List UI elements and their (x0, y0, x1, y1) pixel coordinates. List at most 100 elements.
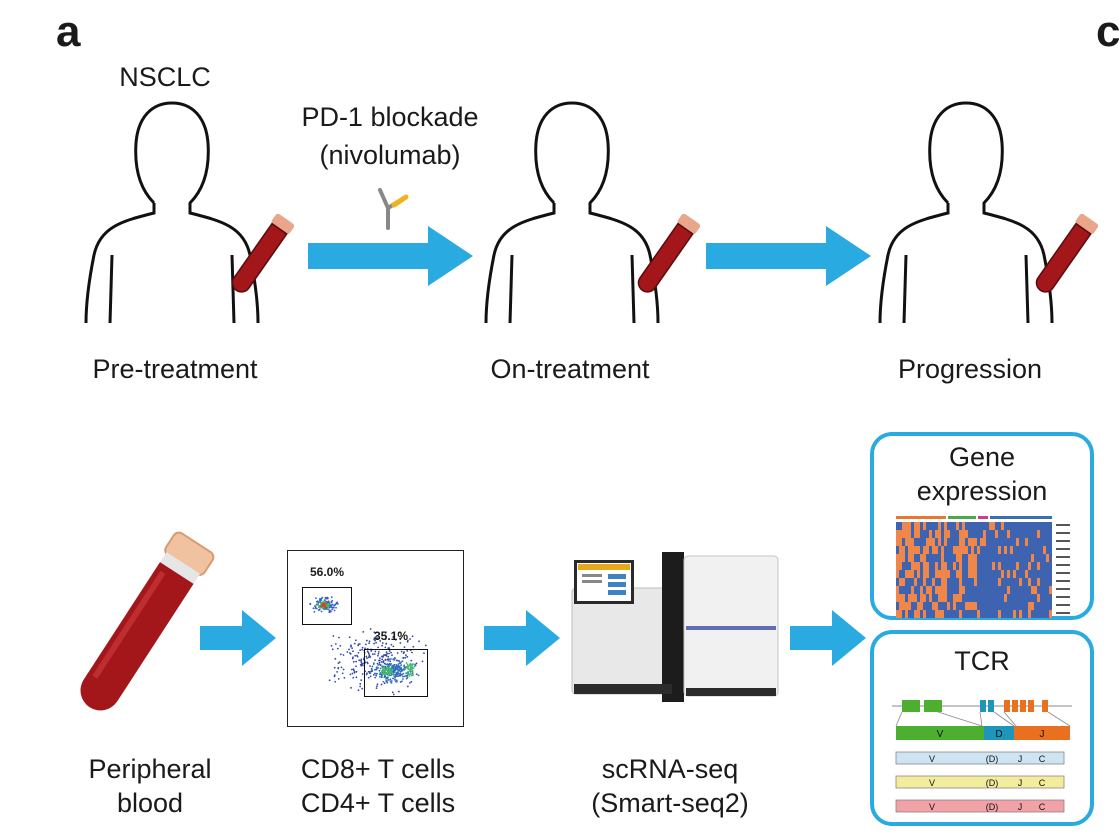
flow-event-dot (333, 604, 335, 607)
flow-event-dot (374, 639, 377, 642)
heatmap-cell (902, 562, 905, 570)
heatmap-cell (1007, 570, 1010, 578)
flow-event-dot (385, 668, 388, 671)
flow-event-dot (381, 644, 384, 647)
heatmap-cell (896, 602, 899, 610)
heatmap-cell (947, 522, 950, 530)
heatmap-cell (908, 538, 911, 546)
heatmap-cell (902, 538, 905, 546)
heatmap-cell (932, 602, 935, 610)
heatmap-cell (950, 578, 953, 586)
heatmap-cell (1031, 546, 1034, 554)
flow-event-dot (385, 676, 388, 679)
heatmap-cell (944, 522, 947, 530)
flow-event-dot (328, 603, 331, 605)
flow-event-dot (398, 666, 401, 669)
flow-event-dot (407, 667, 409, 670)
flow-event-dot (418, 640, 420, 643)
heatmap-cell (989, 546, 992, 554)
flow-event-dot (323, 599, 326, 602)
heatmap-cell (968, 570, 971, 578)
heatmap-cell (980, 586, 983, 594)
heatmap-cell (956, 578, 959, 586)
heatmap-cell (899, 570, 902, 578)
flow-event-dot (401, 680, 403, 683)
heatmap-cell (998, 530, 1001, 538)
heatmap-cell (965, 530, 968, 538)
heatmap-cell (941, 538, 944, 546)
heatmap-cell (1001, 578, 1004, 586)
flow-event-dot (365, 655, 368, 658)
heatmap-cell (1007, 594, 1010, 602)
heatmap-cell (968, 522, 971, 530)
flow-event-dot (334, 657, 337, 660)
heatmap-cell (983, 602, 986, 610)
flow-event-dot (373, 642, 376, 645)
flow-event-dot (411, 663, 414, 666)
heatmap-cell (896, 586, 899, 594)
heatmap-cell (1013, 578, 1016, 586)
heatmap-cell (938, 562, 941, 570)
flow-event-dot (410, 667, 412, 670)
flow-event-dot (335, 606, 337, 609)
flow-event-dot (374, 676, 377, 679)
flow-event-dot (395, 680, 398, 683)
heatmap-cell (929, 562, 932, 570)
heatmap-cell (971, 578, 974, 586)
heatmap-cell (998, 522, 1001, 530)
flow-event-dot (354, 654, 357, 657)
heatmap-cell (974, 562, 977, 570)
heatmap-cell (896, 578, 899, 586)
heatmap-cell (1016, 570, 1019, 578)
arrow-right-icon (706, 226, 871, 286)
flow-event-dot (367, 652, 370, 655)
heatmap-cell (1010, 594, 1013, 602)
heatmap-cell (911, 610, 914, 618)
heatmap-cell (914, 522, 917, 530)
flow-event-dot (392, 693, 395, 696)
blood-tube-icon (1035, 213, 1099, 293)
heatmap-cell (983, 586, 986, 594)
flow-event-dot (328, 609, 331, 612)
heatmap-cell (1025, 602, 1028, 610)
heatmap-cell (1001, 594, 1004, 602)
gate-percent-bottom: 35.1% (374, 629, 409, 643)
flow-event-dot (360, 659, 362, 662)
heatmap-cell (959, 610, 962, 618)
heatmap-cell (938, 570, 941, 578)
heatmap-cell (911, 602, 914, 610)
heatmap-cell (1022, 562, 1025, 570)
flow-event-dot (406, 663, 409, 666)
flow-event-dot (379, 640, 382, 642)
heatmap-cell (923, 562, 926, 570)
flow-event-dot (396, 672, 399, 675)
tcr-chain-label: V (929, 802, 935, 812)
flow-event-dot (374, 659, 376, 662)
flow-event-dot (395, 663, 398, 666)
heatmap-cell (902, 594, 905, 602)
heatmap-cell (905, 538, 908, 546)
heatmap-cell (1016, 538, 1019, 546)
heatmap-cell (959, 530, 962, 538)
flow-event-dot (320, 605, 323, 608)
heatmap-cell (1016, 610, 1019, 618)
heatmap-cell (962, 546, 965, 554)
heatmap-cell (992, 522, 995, 530)
heatmap-cell (986, 562, 989, 570)
heatmap-cell (1034, 586, 1037, 594)
flow-event-dot (396, 652, 399, 654)
flow-event-dot (383, 675, 386, 677)
flow-event-dot (334, 680, 337, 683)
flow-event-dot (356, 654, 358, 657)
flow-event-dot (353, 642, 356, 645)
flow-event-dot (375, 666, 378, 669)
flow-event-dot (403, 675, 406, 678)
tcr-chain-label: J (1018, 754, 1023, 764)
flow-event-dot (400, 664, 403, 667)
heatmap-gene-label (1056, 556, 1070, 558)
heatmap-cell (947, 530, 950, 538)
flow-event-dot (309, 603, 312, 606)
flow-event-dot (332, 635, 335, 637)
heatmap-cell (950, 530, 953, 538)
heatmap-cell (902, 586, 905, 594)
